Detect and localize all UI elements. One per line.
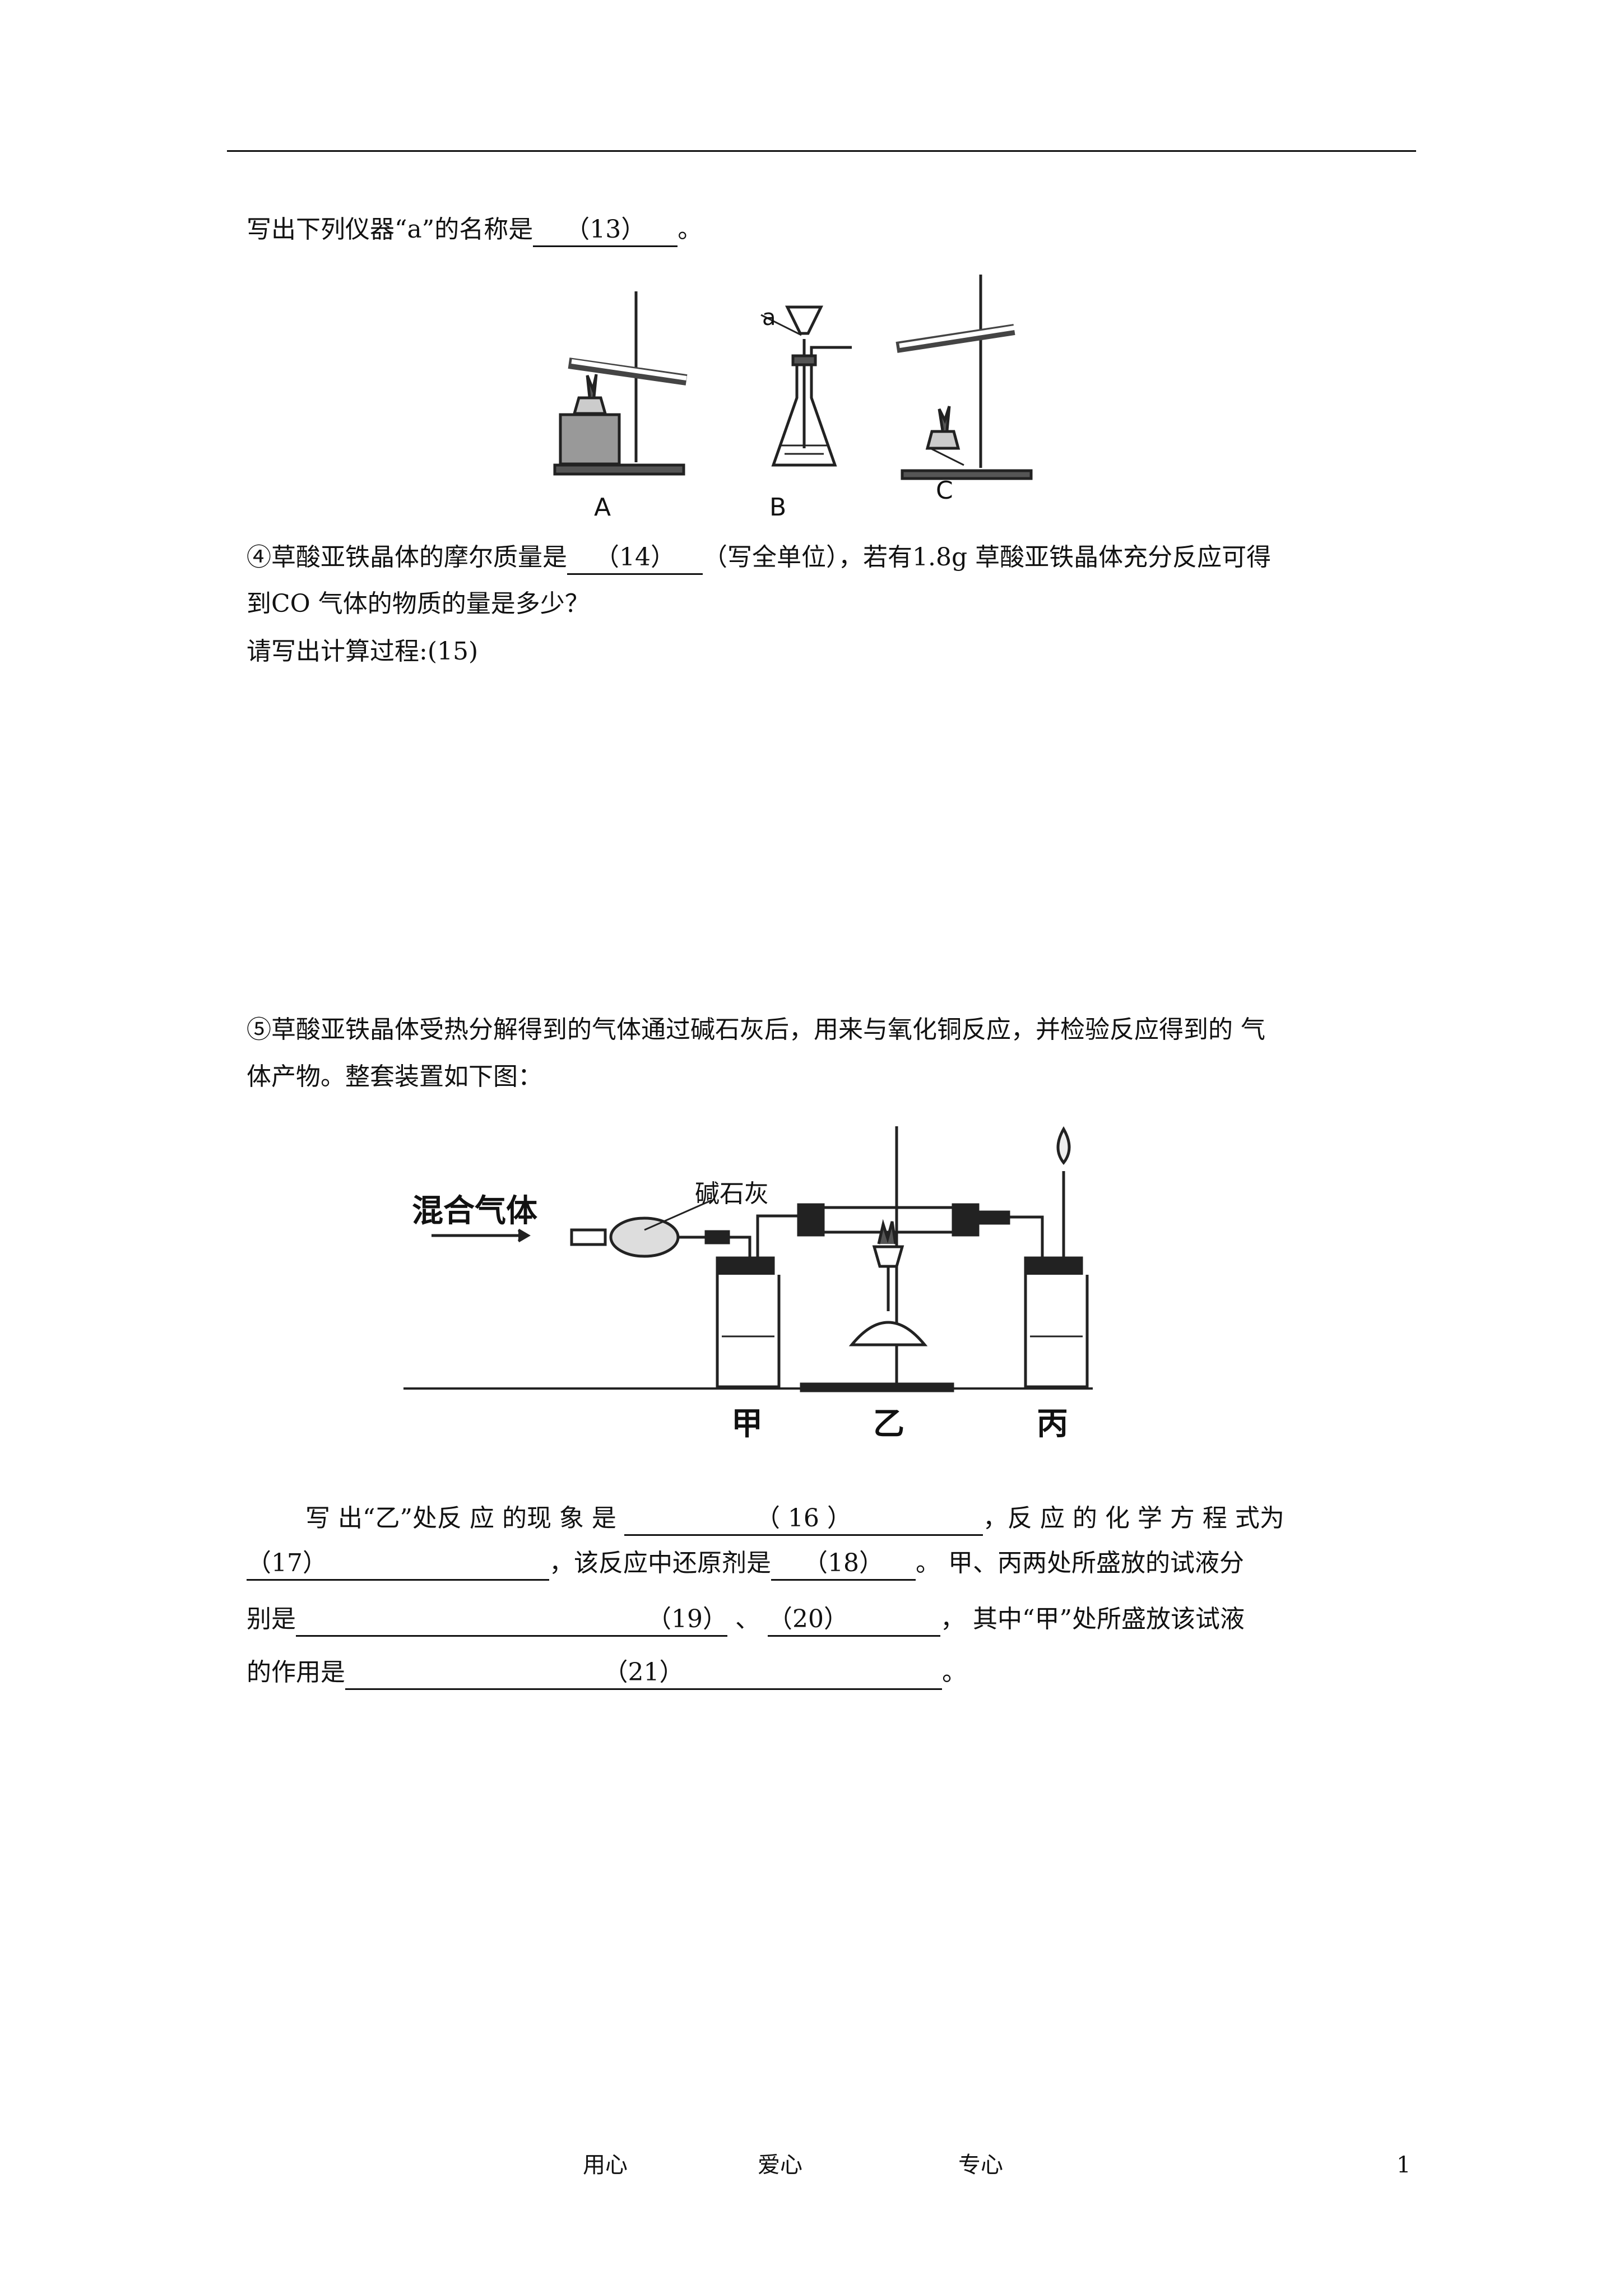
blank-13[interactable]: （13） [533,214,678,247]
q13-suffix: 。 [678,215,703,244]
burner-yi [848,1321,928,1346]
q13-line: 写出下列仪器“a”的名称是（13）。 [247,213,702,247]
stand-base-c [901,469,1033,480]
label-soda-lime: 碱石灰 [695,1179,769,1208]
delivery-tube-b [810,346,852,359]
label-C: C [936,476,953,505]
soda-lime-tube [609,1216,680,1258]
label-yi: 乙 [873,1406,904,1442]
q15-prompt: 请写出计算过程:(15) [247,637,479,666]
reaction-tube [797,1206,980,1234]
blank-20[interactable]: （20） [768,1604,940,1637]
blank-19[interactable]: （19） [296,1604,727,1637]
q19-sep: 、 [735,1605,760,1633]
q21-prefix: 的作用是 [247,1658,345,1687]
label-mixed-gas: 混合气体 [412,1193,537,1229]
flame-yi [877,1219,897,1244]
footer-item-yongxin: 用心 [583,2152,628,2178]
q21-line: 的作用是（21）。 [247,1656,967,1690]
bottle-jia-stopper [716,1256,775,1276]
wood-block [559,413,621,466]
label-a: a [762,305,776,331]
q16-text: 写 出“乙”处反 应 的现 象 是 [305,1504,616,1533]
q5-line2: 体产物。整套装置如下图： [247,1062,542,1091]
q13-text: 写出下列仪器“a”的名称是 [247,215,533,244]
blank-16[interactable]: （ 16 ） [624,1503,983,1536]
blank-18[interactable]: （18） [771,1548,916,1581]
label-bing: 丙 [1037,1406,1068,1442]
blank-14[interactable]: （14） [567,542,703,575]
q19-prefix: 别是 [247,1605,296,1633]
blank-17[interactable]: （17） [247,1548,549,1581]
q16-suffix: ，反 应 的 化 学 方 程 式为 [982,1504,1284,1533]
header-rule [227,150,1416,152]
footer-item-zhuanxin: 专心 [958,2152,1003,2178]
label-B: B [769,493,786,522]
page-number: 1 [1396,2152,1411,2178]
footer-item-aixin: 爱心 [758,2152,802,2178]
q14-suffix: （写全单位），若有1.8g 草酸亚铁晶体充分反应可得 [703,543,1272,572]
bottle-bing [1024,1275,1089,1389]
q18-text: 。 甲、丙两处所盛放的试液分 [916,1549,1244,1577]
q5-line1: ⑤草酸亚铁晶体受热分解得到的气体通过碱石灰后，用来与氧化铜反应，并检验反应得到的… [247,1015,1265,1044]
q17-text: ，该反应中还原剂是 [549,1549,771,1577]
q21-end: 。 [942,1658,967,1687]
q14-line2: 到CO 气体的物质的量是多少？ [247,589,590,618]
stand-base-a [553,463,685,476]
q19-line: 别是（19） 、 （20）， 其中“甲”处所盛放该试液 [247,1603,1245,1637]
q17-line: （17），该反应中还原剂是（18）。 甲、丙两处所盛放的试液分 [247,1547,1244,1581]
bottle-jia [716,1275,781,1389]
q20-text: ， 其中“甲”处所盛放该试液 [940,1605,1245,1633]
label-A: A [594,493,611,522]
flame-bing [1056,1126,1071,1165]
apparatus-abc-figure: a A B C [553,275,1033,522]
blank-21[interactable]: （21） [345,1657,942,1690]
gas-apparatus-figure: 混合气体 碱石灰 甲 乙 丙 [403,1126,1093,1442]
bottle-bing-stopper [1024,1256,1083,1276]
q14-text: ④草酸亚铁晶体的摩尔质量是 [247,543,567,572]
label-jia: 甲 [731,1406,763,1442]
q14-line1: ④草酸亚铁晶体的摩尔质量是（14）（写全单位），若有1.8g 草酸亚铁晶体充分反… [247,541,1271,575]
q16-line1: 写 出“乙”处反 应 的现 象 是 （ 16 ），反 应 的 化 学 方 程 式… [305,1502,1284,1536]
thistle-funnel [785,305,824,335]
alcohol-lamp-c [925,430,961,450]
